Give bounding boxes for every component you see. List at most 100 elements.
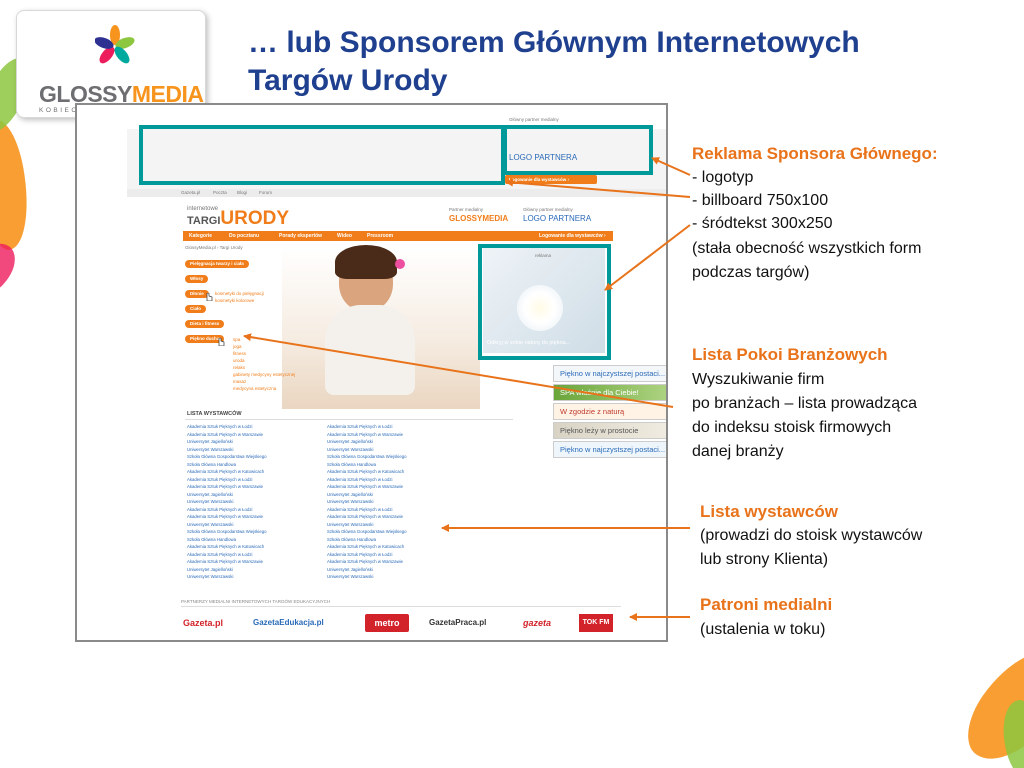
header-partner-glossy: GLOSSYMEDIA — [449, 214, 509, 223]
exhibitor-link[interactable]: Szkoła Główna Handlowa — [187, 461, 236, 467]
exhibitor-link[interactable]: Akademia Sztuk Pięknych w Warszawie — [187, 514, 264, 519]
exhibitor-link[interactable]: Uniwersytet Warszawski — [187, 446, 234, 452]
partner-logo-gazeta-wyborcza[interactable]: gazeta — [523, 618, 552, 628]
top-link[interactable]: Gazeta.pl — [181, 190, 201, 195]
partner-logo-tokfm[interactable]: TOK FM — [579, 614, 613, 632]
exhibitor-link[interactable]: Akademia Sztuk Pięknych w Warszawie — [187, 559, 264, 564]
subcategory-link[interactable]: fitness — [233, 351, 247, 356]
site-name-prefix: TARGI — [187, 215, 221, 227]
exhibitor-link[interactable]: Szkoła Główna Handlowa — [327, 461, 376, 467]
logo-word-media: MEDIA — [131, 81, 204, 107]
exhibitor-link[interactable]: Akademia Sztuk Pięknych w Łodzi — [327, 476, 393, 482]
subcategory-link[interactable]: spa — [233, 337, 241, 342]
highlight-midtext-ad — [478, 244, 611, 360]
room-thumbnail[interactable]: W zgodzie z naturą — [553, 403, 666, 420]
exhibitor-link[interactable]: Uniwersytet Jagielloński — [187, 439, 233, 444]
subcategory-link[interactable]: gabinety medycyny estetycznej — [233, 372, 296, 377]
top-login-button[interactable]: Logowanie dla wystawców › — [505, 175, 597, 184]
exhibitor-link[interactable]: Szkoła Główna Handlowa — [327, 536, 376, 542]
exhibitor-link[interactable]: Akademia Sztuk Pięknych w Łodzi — [327, 424, 393, 429]
room-thumbnail[interactable]: Piękno w najczystszej postaci... — [553, 365, 666, 382]
annotation-exhibitors-line: (prowadzi do stoisk wystawców — [700, 527, 923, 544]
exhibitor-link[interactable]: Akademia Sztuk Pięknych w Warszawie — [187, 431, 264, 437]
room-thumbnail[interactable]: Piękno w najczystszej postaci... — [553, 441, 666, 458]
exhibitor-link[interactable]: Akademia Sztuk Pięknych w Katowicach — [187, 544, 265, 549]
category-button[interactable]: Włosy — [185, 275, 209, 283]
exhibitor-link[interactable]: Szkoła Główna Handlowa — [187, 536, 236, 542]
partner-logo-gazetapraca[interactable]: GazetaPraca.pl — [429, 618, 487, 627]
nav-login[interactable]: Logowanie dla wystawców › — [539, 233, 606, 239]
breadcrumb: GlossyMedia.pl › Targi Urody — [185, 245, 243, 250]
nav-item[interactable]: Pressroom — [367, 233, 394, 239]
exhibitor-link[interactable]: Akademia Sztuk Pięknych w Łodzi — [187, 476, 253, 482]
exhibitor-link[interactable]: Uniwersytet Warszawski — [327, 521, 374, 527]
exhibitor-link[interactable]: Szkoła Główna Gospodarstwa Wiejskiego — [327, 454, 407, 459]
divider — [181, 606, 621, 607]
annotation-exhibitors-line: lub strony Klienta) — [700, 551, 829, 568]
site-name-small: internetowe — [187, 206, 219, 212]
category-button[interactable]: Dieta i fitness — [185, 320, 225, 328]
subcategory-link[interactable]: relaks — [233, 365, 246, 370]
subcategory-link[interactable]: uroda — [233, 358, 245, 363]
header-partner-logo: LOGO PARTNERA — [523, 214, 592, 223]
top-link[interactable]: Poczta — [213, 190, 227, 195]
category-button[interactable]: Pielęgnacja twarzy i ciała — [185, 260, 249, 268]
partner-logo-metro[interactable]: metro — [365, 614, 409, 632]
exhibitor-link[interactable]: Akademia Sztuk Pięknych w Łodzi — [187, 424, 253, 429]
exhibitor-link[interactable]: Szkoła Główna Gospodarstwa Wiejskiego — [187, 529, 267, 534]
exhibitor-link[interactable]: Szkoła Główna Gospodarstwa Wiejskiego — [187, 454, 267, 459]
category-button[interactable]: Ciało — [185, 305, 207, 313]
subcategory-link[interactable]: kosmetyki do pielęgnacji — [215, 291, 264, 296]
nav-item[interactable]: Do pocztanu — [229, 233, 259, 239]
site-nav: Kategorie Do pocztanu Porady ekspertów W… — [183, 231, 613, 241]
category-button[interactable]: Piękno ducha — [185, 335, 225, 343]
subcategory-link[interactable]: medycyna estetyczna — [233, 386, 277, 391]
annotation-rooms-line: do indeksu stoisk firmowych — [692, 419, 892, 436]
exhibitor-link[interactable]: Szkoła Główna Gospodarstwa Wiejskiego — [327, 529, 407, 534]
exhibitor-link[interactable]: Akademia Sztuk Pięknych w Warszawie — [327, 431, 404, 437]
top-link[interactable]: Forum — [259, 190, 273, 195]
exhibitor-link[interactable]: Akademia Sztuk Pięknych w Warszawie — [327, 559, 404, 564]
category-button[interactable]: Dłonie — [185, 290, 209, 298]
hero-woman-towel — [325, 305, 415, 395]
exhibitor-link[interactable]: Akademia Sztuk Pięknych w Warszawie — [187, 484, 264, 489]
partner-logo-gazetaedukacja[interactable]: GazetaEdukacja.pl — [253, 618, 324, 627]
exhibitor-link[interactable]: Uniwersytet Warszawski — [327, 499, 374, 504]
exhibitor-link[interactable]: Uniwersytet Warszawski — [327, 446, 374, 452]
exhibitor-link[interactable]: Uniwersytet Jagielloński — [187, 491, 233, 497]
exhibitor-link[interactable]: Uniwersytet Warszawski — [187, 499, 234, 504]
exhibitor-link[interactable]: Akademia Sztuk Pięknych w Łodzi — [327, 506, 393, 512]
exhibitor-link[interactable]: Akademia Sztuk Pięknych w Warszawie — [327, 514, 404, 519]
exhibitor-link[interactable]: Uniwersytet Jagielloński — [327, 566, 373, 572]
subcategory-link[interactable]: joga — [233, 344, 242, 349]
top-link[interactable]: Blogi — [237, 190, 248, 195]
site-logo[interactable]: TARGIURODY — [187, 208, 289, 230]
exhibitor-link[interactable]: Akademia Sztuk Pięknych w Łodzi — [187, 506, 253, 512]
exhibitor-link[interactable]: Uniwersytet Jagielloński — [327, 491, 373, 497]
logo-wordmark: GLOSSYMEDIA — [39, 81, 204, 108]
top-partner-logo: LOGO PARTNERA — [509, 153, 578, 162]
exhibitor-link[interactable]: Uniwersytet Jagielloński — [187, 566, 233, 572]
exhibitor-link[interactable]: Akademia Sztuk Pięknych w Warszawie — [327, 484, 404, 489]
exhibitor-link[interactable]: Akademia Sztuk Pięknych w Katowicach — [187, 469, 265, 474]
subcategory-link[interactable]: kosmetyki kolorowe — [215, 298, 255, 303]
exhibitor-link[interactable]: Uniwersytet Warszawski — [327, 574, 374, 579]
subcategory-link[interactable]: masaż — [233, 379, 247, 384]
nav-item[interactable]: Kategorie — [189, 233, 213, 239]
nav-item[interactable]: Wideo — [337, 233, 352, 239]
exhibitor-link[interactable]: Uniwersytet Jagielloński — [327, 439, 373, 444]
exhibitor-link[interactable]: Uniwersytet Warszawski — [187, 521, 234, 527]
exhibitor-link[interactable]: Akademia Sztuk Pięknych w Łodzi — [187, 551, 253, 557]
exhibitor-link[interactable]: Akademia Sztuk Pięknych w Katowicach — [327, 469, 405, 474]
room-thumbnail[interactable]: Piękno leży w prostocie — [553, 422, 666, 439]
partner-logo-gazeta[interactable]: Gazeta.pl — [183, 618, 224, 628]
nav-item[interactable]: Porady ekspertów — [279, 233, 323, 239]
slide-title: … lub Sponsorem Głównym Internetowych Ta… — [248, 26, 860, 97]
exhibitor-link[interactable]: Uniwersytet Warszawski — [187, 574, 234, 579]
exhibitor-link[interactable]: Akademia Sztuk Pięknych w Łodzi — [327, 551, 393, 557]
room-thumbnail[interactable]: SPA właśnie dla Ciebie! — [553, 384, 666, 401]
exhibitor-link[interactable]: Akademia Sztuk Pięknych w Katowicach — [327, 544, 405, 549]
